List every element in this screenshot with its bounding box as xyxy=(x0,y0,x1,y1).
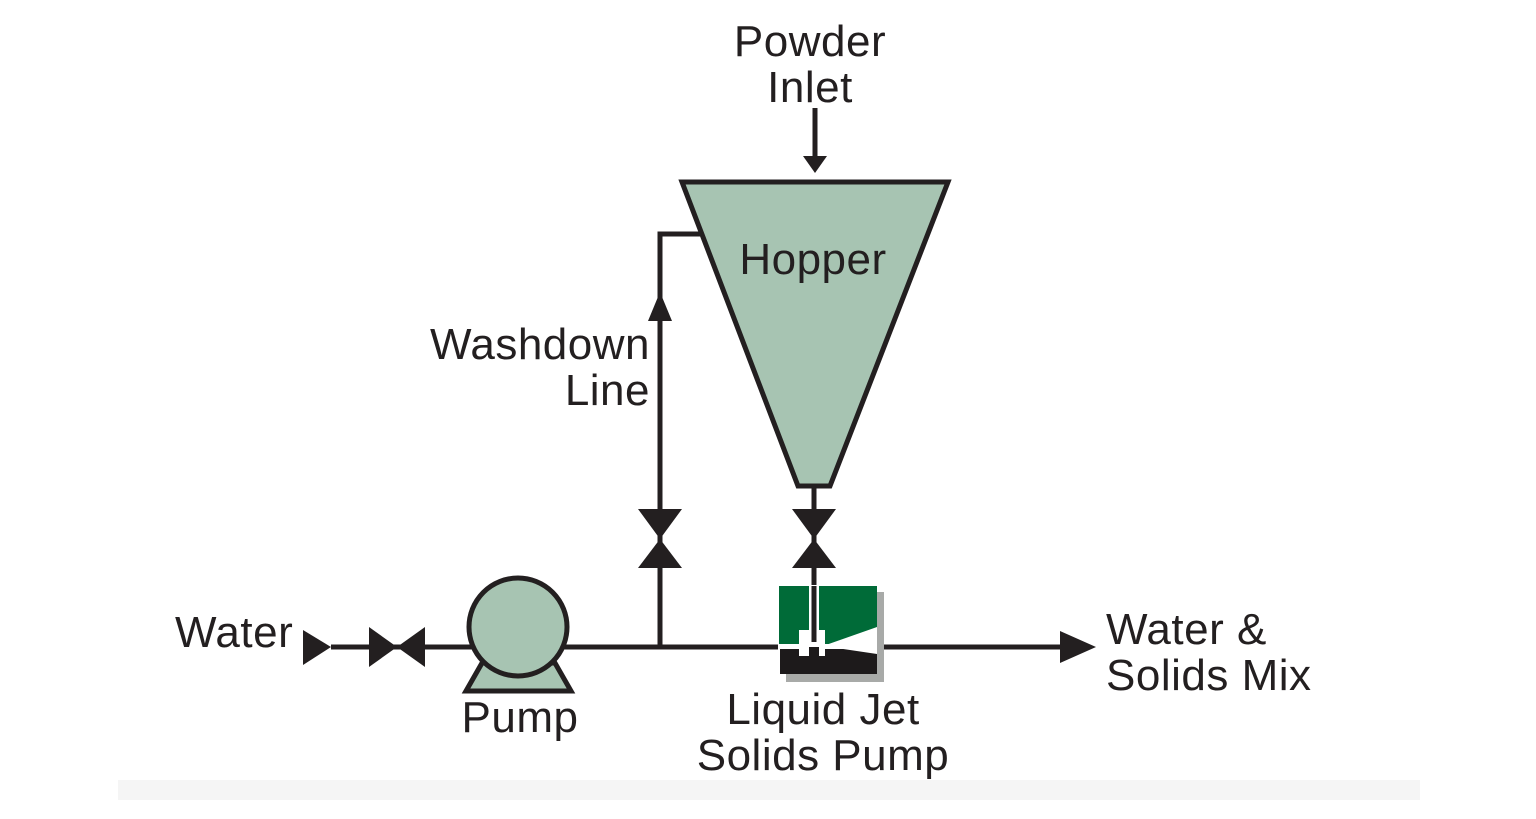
gate-valve-icon xyxy=(638,509,682,568)
arrow-right-icon xyxy=(303,630,331,665)
arrow-up-icon xyxy=(648,292,672,321)
gate-valve-icon xyxy=(369,627,425,667)
funnel-vessel-icon xyxy=(678,179,952,489)
eductor-icon xyxy=(778,585,884,682)
hopper-label: Hopper xyxy=(739,235,887,284)
arrow-right-icon xyxy=(1060,631,1096,663)
washdown-line-label: Washdown Line xyxy=(429,320,650,415)
valves xyxy=(369,509,836,667)
water-solids-mix-label: Water & Solids Mix xyxy=(1106,605,1312,700)
arrow-down-icon xyxy=(803,156,827,173)
powder-inlet-label: Powder Inlet xyxy=(733,17,887,112)
footer-band xyxy=(118,780,1420,800)
centrifugal-pump-icon xyxy=(461,575,576,694)
pump-label: Pump xyxy=(461,693,579,742)
gate-valve-icon xyxy=(792,509,836,568)
liquid-jet-solids-pump-label: Liquid Jet Solids Pump xyxy=(696,685,950,780)
flow-arrows xyxy=(303,156,1096,665)
washdown-pipe xyxy=(657,231,702,647)
water-label: Water xyxy=(175,608,294,657)
